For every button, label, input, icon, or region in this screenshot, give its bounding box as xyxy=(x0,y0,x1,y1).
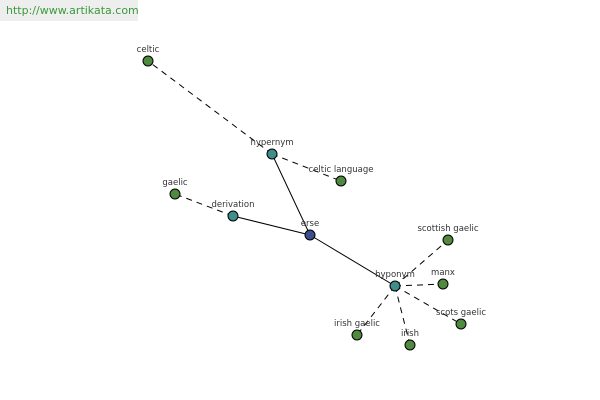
label-gaelic: gaelic xyxy=(162,178,188,188)
label-scottish-gaelic: scottish gaelic xyxy=(417,224,478,234)
edge-erse-hyponym xyxy=(309,234,396,287)
node-irish[interactable] xyxy=(404,339,416,351)
label-celtic: celtic xyxy=(137,45,160,55)
edge-hyponym-scots-gaelic xyxy=(394,285,462,325)
label-celtic-language: celtic language xyxy=(309,165,374,175)
node-manx[interactable] xyxy=(437,278,449,290)
graph-nodes xyxy=(142,55,467,351)
label-derivation: derivation xyxy=(211,200,254,210)
label-irish: irish xyxy=(401,329,419,339)
label-hypernym: hypernym xyxy=(250,138,293,148)
node-irish-gaelic[interactable] xyxy=(351,329,363,341)
node-hyponym[interactable] xyxy=(389,280,401,292)
node-celtic[interactable] xyxy=(142,55,154,67)
label-manx: manx xyxy=(431,268,455,278)
edge-hypernym-celtic xyxy=(147,60,273,155)
edge-hypernym-celtic-language xyxy=(271,153,342,182)
node-gaelic[interactable] xyxy=(169,188,181,200)
edge-hyponym-manx xyxy=(394,283,444,287)
node-celtic-language[interactable] xyxy=(335,175,347,187)
graph-edges xyxy=(147,60,462,346)
edge-erse-hypernym xyxy=(271,153,311,236)
source-link[interactable]: http://www.artikata.com xyxy=(6,4,139,17)
label-scots-gaelic: scots gaelic xyxy=(436,308,486,318)
label-erse: erse xyxy=(301,219,319,229)
edge-hyponym-scottish-gaelic xyxy=(394,239,449,287)
graph-labels: erse hypernym derivation hyponym celtic celti… xyxy=(137,45,487,339)
label-irish-gaelic: irish gaelic xyxy=(334,319,380,329)
node-derivation[interactable] xyxy=(227,210,239,222)
node-scots-gaelic[interactable] xyxy=(455,318,467,330)
label-hyponym: hyponym xyxy=(375,270,415,280)
edge-erse-derivation xyxy=(232,215,311,236)
source-banner: http://www.artikata.com xyxy=(0,0,139,21)
node-hypernym[interactable] xyxy=(266,148,278,160)
node-erse[interactable] xyxy=(304,229,316,241)
node-scottish-gaelic[interactable] xyxy=(442,234,454,246)
